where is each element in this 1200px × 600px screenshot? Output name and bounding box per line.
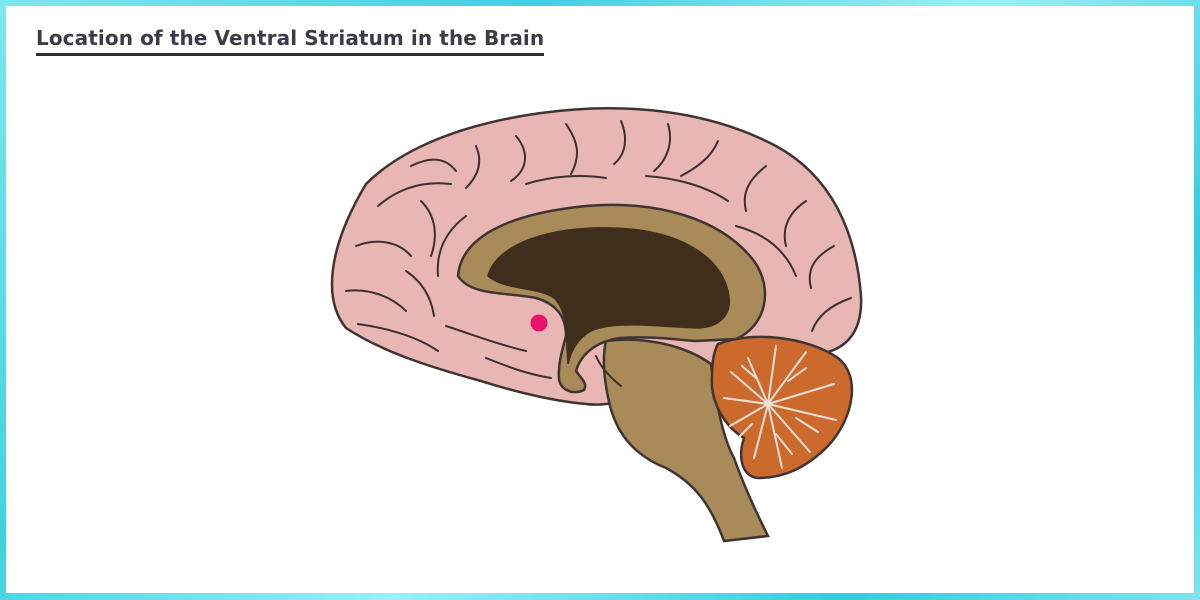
brainstem — [602, 338, 770, 543]
arbor-vitae — [723, 345, 837, 469]
content-card: Location of the Ventral Striatum in the … — [6, 6, 1194, 593]
cortex-sulci — [345, 120, 852, 387]
ventral-striatum-marker — [530, 314, 548, 332]
brain-sagittal-diagram — [330, 107, 863, 543]
lateral-ventricle — [487, 227, 730, 365]
page-title: Location of the Ventral Striatum in the … — [36, 26, 545, 56]
